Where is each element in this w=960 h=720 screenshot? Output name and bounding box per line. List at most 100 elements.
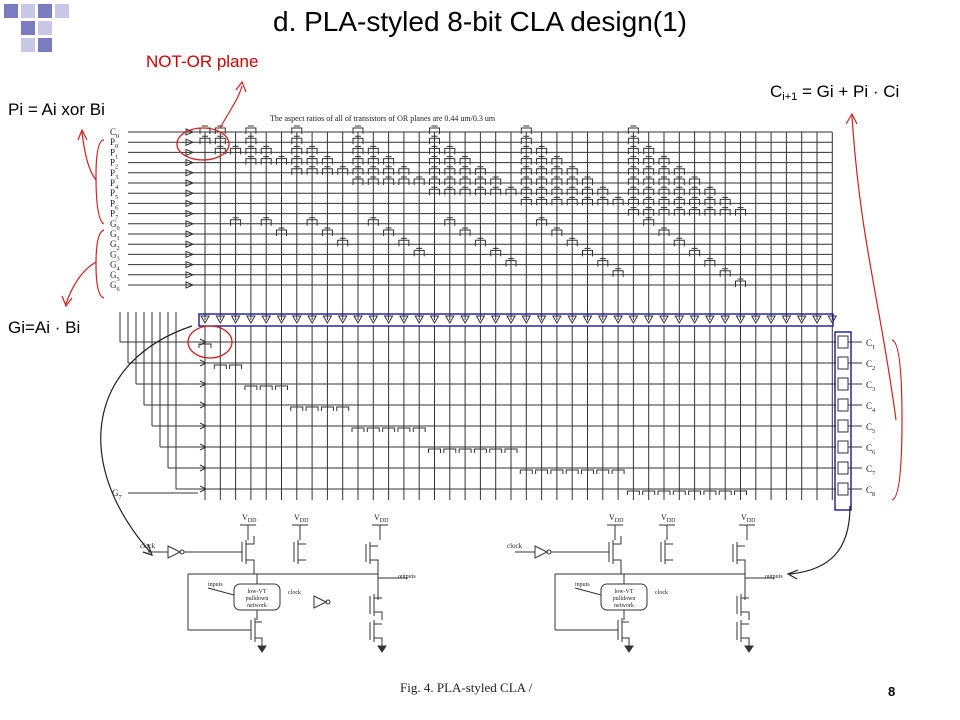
arrowhead [77, 128, 88, 141]
or-plane-transistor [582, 247, 593, 257]
arrow-to-gi [65, 261, 97, 305]
or-plane-transistor [429, 186, 440, 196]
or-plane-transistor [689, 207, 701, 216]
inverter-icon [383, 315, 394, 325]
and-plane-transistor [366, 425, 380, 432]
or-plane-transistor [505, 186, 517, 196]
or-plane-transistor [627, 156, 639, 165]
row-buffer-icon [199, 401, 208, 409]
inverter-icon [750, 315, 761, 325]
or-plane-transistor [612, 268, 624, 277]
or-plane-transistor [689, 186, 701, 196]
and-plane-transistor [412, 425, 426, 432]
input-buffer-icon [185, 260, 195, 269]
or-plane-transistor [260, 217, 272, 226]
and-plane-transistor [550, 467, 564, 474]
pi-equation-label: Pi = Ai xor Bi [8, 100, 105, 119]
or-plane-transistor [230, 145, 242, 155]
or-plane-transistor [260, 156, 272, 165]
or-plane-transistor [337, 237, 349, 247]
right-gate-pulldown-label-2: pulldown [613, 596, 636, 602]
input-label-c0: C0 [110, 127, 119, 140]
or-plane-transistor [306, 166, 318, 175]
output-pmos [365, 542, 379, 600]
inverter-bubble [325, 599, 331, 605]
inverter-icon [674, 315, 685, 325]
or-plane-transistor [321, 166, 333, 175]
and-plane-transistor [657, 488, 671, 495]
ground-icon [744, 645, 754, 653]
footer-transistor [617, 618, 630, 646]
callout-left [100, 325, 193, 553]
and-plane-transistor [213, 362, 227, 369]
or-plane-transistor [444, 145, 456, 155]
or-plane-transistor [245, 125, 257, 134]
or-plane-transistor [214, 135, 226, 145]
input-buffer-icon [185, 240, 195, 248]
or-plane-transistor [474, 186, 486, 196]
or-plane-transistor [520, 125, 532, 134]
left-gate-pulldown-label-1: low-VT [248, 589, 267, 595]
output-label-c4: C4 [866, 401, 876, 414]
or-plane-transistor [566, 166, 578, 175]
and-plane-transistor [596, 467, 610, 474]
or-plane-transistor [658, 207, 670, 216]
left-gate-vdd-label: VDD [294, 513, 309, 524]
output-nmos-1 [736, 594, 750, 620]
input-buffer-icon [185, 250, 195, 259]
inverter-icon [597, 315, 608, 325]
inverter-icon [720, 315, 731, 325]
inverter-icon [659, 315, 669, 325]
left-gate-outputs-label: outputs [398, 574, 416, 580]
or-plane-transistor [291, 145, 303, 155]
ground-icon [257, 645, 267, 653]
or-plane-transistor [520, 166, 532, 175]
inverter-icon [827, 315, 838, 325]
or-plane-transistor [689, 176, 701, 185]
and-plane-transistor [734, 488, 747, 495]
and-plane-transistor [688, 488, 702, 495]
input-label-p1: P1 [110, 147, 118, 160]
input-buffer-icon [185, 169, 195, 177]
and-plane-transistor [351, 425, 365, 432]
input-buffer-icon [185, 230, 195, 238]
or-plane-transistor [551, 156, 563, 165]
or-plane-transistor [199, 135, 211, 145]
or-plane-transistor [551, 166, 563, 175]
or-plane-transistor [520, 145, 532, 155]
output-label-c7: C7 [866, 464, 875, 477]
or-plane-transistor [627, 196, 639, 206]
or-plane-transistor [444, 186, 456, 196]
or-plane-transistor [291, 135, 303, 145]
figure-caption: Fig. 4. PLA-styled CLA / [400, 680, 533, 695]
or-plane-transistor [719, 196, 731, 206]
inverter-icon [261, 315, 272, 325]
input-buffer-icon [185, 271, 195, 279]
and-plane-transistor [672, 488, 686, 495]
inverter-icon [552, 315, 562, 325]
or-plane-transistor [306, 156, 318, 165]
or-plane-transistor [536, 145, 548, 155]
or-plane-transistor [459, 166, 471, 175]
input-label-g7: G7 [112, 488, 122, 501]
or-plane-transistor [520, 176, 532, 185]
ground-icon [377, 645, 387, 653]
or-plane-transistor [658, 196, 670, 206]
or-plane-transistor [383, 227, 395, 236]
or-plane-transistor [367, 176, 379, 185]
and-plane-transistor [458, 446, 472, 453]
arrow-to-not-or [219, 85, 243, 129]
or-plane-transistor [627, 125, 639, 134]
circuit-drawing: The aspect ratios of all of transistors … [61, 80, 903, 695]
or-plane-transistor [459, 156, 471, 165]
or-plane-transistor [429, 166, 440, 175]
or-plane-transistor [490, 176, 502, 185]
or-plane-transistor [321, 156, 333, 165]
wire [207, 587, 235, 596]
inverter-icon [781, 315, 792, 325]
or-plane-transistor [536, 156, 548, 165]
or-plane-transistor [321, 227, 333, 236]
or-plane-transistor [643, 186, 655, 196]
inverter-icon [536, 315, 547, 325]
